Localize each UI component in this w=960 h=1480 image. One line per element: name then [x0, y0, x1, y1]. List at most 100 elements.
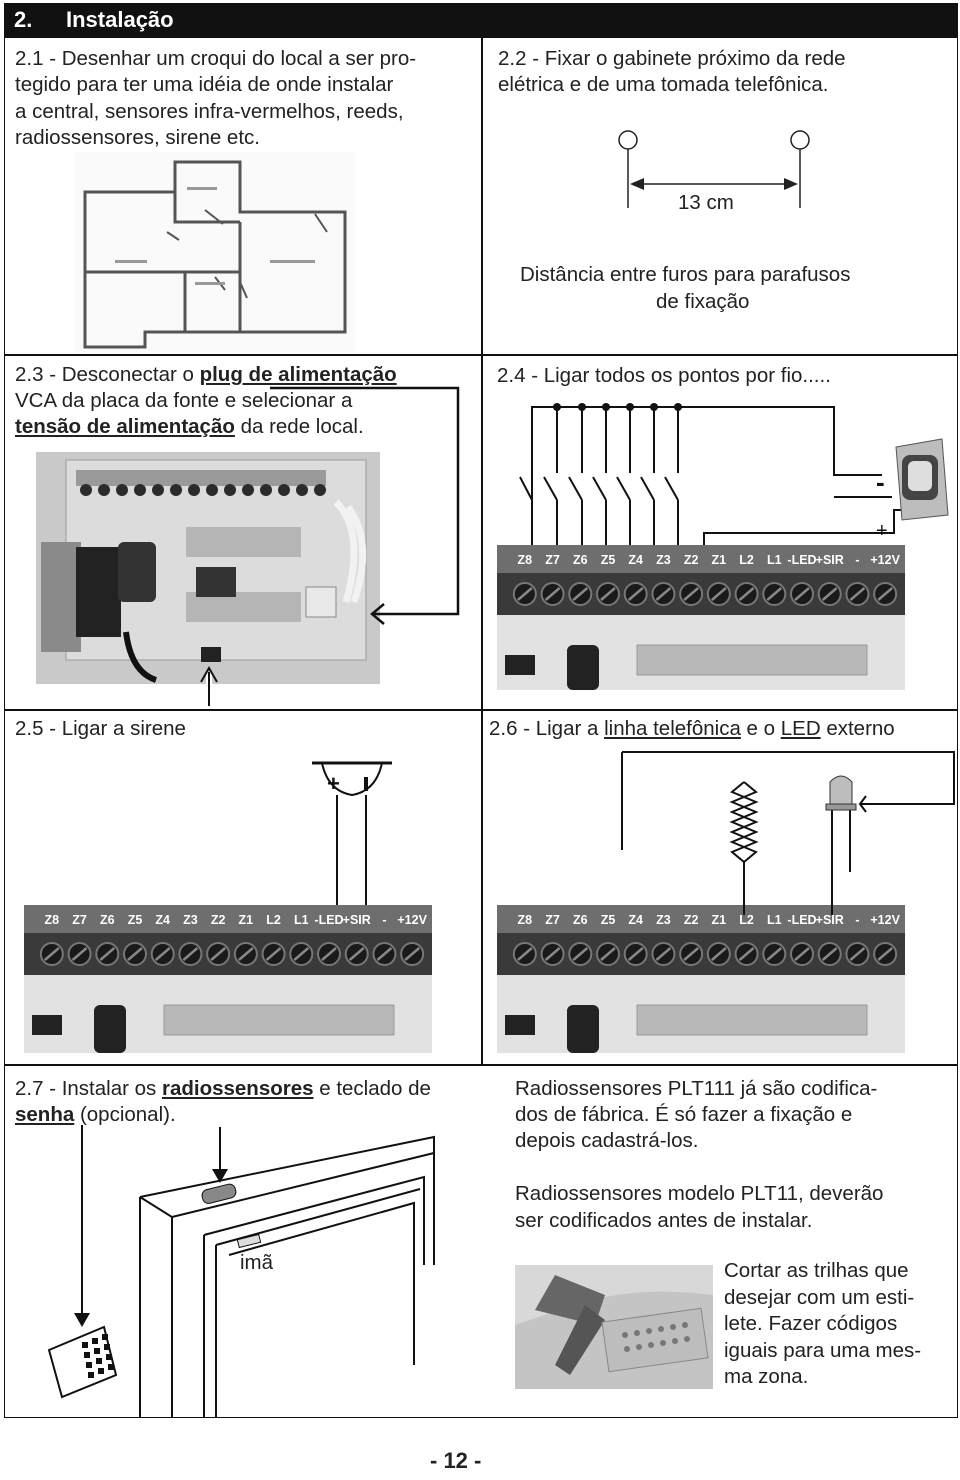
step-2-2-line1: 2.2 - Fixar o gabinete próximo da rede — [498, 47, 846, 70]
door-keypad-diagram — [47, 1125, 435, 1418]
terminal-label: Z8 — [518, 913, 533, 927]
terminal-label: Z2 — [211, 913, 226, 927]
svg-text:+: + — [327, 771, 340, 796]
section-header: 2. Instalação — [4, 3, 958, 37]
keypad-icon — [47, 1325, 118, 1399]
arrow-right-icon — [784, 178, 798, 190]
page-number: - 12 - — [430, 1448, 482, 1473]
radio-p1-line: Radiossensores PLT111 já são codifica- — [515, 1077, 878, 1100]
terminal-label: Z7 — [72, 913, 87, 927]
svg-text:+: + — [876, 520, 888, 542]
terminal-label: L2 — [739, 913, 754, 927]
power-supply-board-photo — [36, 452, 380, 684]
radio-p3-line: desejar com um esti- — [724, 1286, 915, 1309]
terminal-label: Z2 — [684, 553, 699, 567]
twisted-pair-icon — [729, 781, 759, 915]
terminal-label: +SIR — [343, 913, 371, 927]
terminal-label: Z6 — [573, 913, 588, 927]
terminal-label: - — [382, 913, 386, 927]
terminal-label: Z6 — [573, 553, 588, 567]
magnet-label: imã — [240, 1251, 274, 1274]
radio-p3-line: Cortar as trilhas que — [724, 1259, 909, 1282]
infrared-sensor-icon — [895, 438, 949, 521]
cell-2-2 — [482, 37, 958, 355]
terminal-label: Z6 — [100, 913, 115, 927]
sensor-wiring-diagram: - + — [519, 403, 949, 565]
terminal-label: Z7 — [545, 913, 560, 927]
terminal-label: Z2 — [684, 913, 699, 927]
text-line: tegido para ter uma idéia de onde instal… — [15, 73, 394, 96]
terminal-label: Z5 — [601, 913, 616, 927]
terminal-label: Z8 — [45, 913, 60, 927]
step-2-3-line2: VCA da placa da fonte e selecionar a — [15, 389, 353, 412]
terminal-label: Z1 — [712, 913, 727, 927]
step-2-4-title: 2.4 - Ligar todos os pontos por fio..... — [497, 364, 831, 387]
section-title: Instalação — [66, 7, 174, 32]
terminal-label: Z3 — [183, 913, 198, 927]
screw-hole-dimension-diagram — [618, 130, 810, 208]
text-line: radiossensores, sirene etc. — [15, 126, 260, 149]
step-2-3-line3: tensão de alimentação da rede local. — [15, 415, 364, 438]
terminal-label: Z4 — [628, 913, 643, 927]
terminal-board-2-6: Z8 Z7 Z6 Z5 Z4 Z3 Z2 Z1 L2 L1 -LED+SIR-+12V — [497, 905, 905, 1053]
cell-2-7 — [4, 1065, 958, 1418]
arrow-left-icon — [630, 178, 644, 190]
terminal-label: Z3 — [656, 553, 671, 567]
radio-p3-line: iguais para uma mes- — [724, 1339, 922, 1362]
terminal-label: -LED — [314, 913, 343, 927]
section-number: 2. — [14, 7, 33, 32]
terminal-label: L1 — [294, 913, 309, 927]
terminal-label: -LED — [787, 913, 816, 927]
terminal-label: - — [855, 913, 859, 927]
terminal-label: L2 — [739, 553, 754, 567]
terminal-label: Z7 — [545, 553, 560, 567]
terminal-board-graphic: Z8 Z7 Z6 Z5 Z4 Z3 Z2 Z1 L2 L1 -LED+SIR-+12V — [497, 905, 905, 1053]
caption-line: de fixação — [656, 290, 750, 313]
cutting-traces-photo — [515, 1265, 713, 1389]
floor-plan-sketch — [75, 152, 355, 352]
terminal-label: L1 — [767, 913, 782, 927]
radio-p2-line: Radiossensores modelo PLT11, deverão — [515, 1182, 884, 1205]
dimension-label: 13 cm — [678, 191, 734, 214]
terminal-label: -LED — [787, 553, 816, 567]
radio-p1-line: dos de fábrica. É só fazer a fixação e — [515, 1103, 853, 1126]
terminal-label: Z5 — [601, 553, 616, 567]
terminal-label: Z3 — [656, 913, 671, 927]
caption-line: Distância entre furos para parafusos — [520, 263, 851, 286]
step-2-3-line1: 2.3 - Desconectar o plug de alimentação — [15, 363, 397, 386]
terminal-label: L1 — [767, 553, 782, 567]
radio-p2-line: ser codificados antes de instalar. — [515, 1209, 813, 1232]
radio-sensor-icon — [201, 1183, 237, 1204]
step-2-2-line2: elétrica e de uma tomada telefônica. — [498, 73, 829, 96]
terminal-label: Z1 — [712, 553, 727, 567]
terminal-label: Z5 — [128, 913, 143, 927]
step-2-5-title: 2.5 - Ligar a sirene — [15, 717, 186, 740]
terminal-label: Z4 — [628, 553, 643, 567]
radio-p3-line: ma zona. — [724, 1365, 809, 1388]
text-line: a central, sensores infra-vermelhos, ree… — [15, 100, 404, 123]
terminal-label: Z4 — [155, 913, 170, 927]
terminal-label: L2 — [266, 913, 281, 927]
terminal-board-graphic: Z8 Z7 Z6 Z5 Z4 Z3 Z2 Z1 L2 L1 -LED+SIR-+12V — [24, 905, 432, 1053]
radio-p1-line: depois cadastrá-los. — [515, 1129, 699, 1152]
phone-led-wiring-diagram — [621, 751, 955, 915]
svg-text:-: - — [876, 467, 885, 497]
terminal-board-2-5: Z8 Z7 Z6 Z5 Z4 Z3 Z2 Z1 L2 L1 -LED+SIR-+12V — [24, 905, 432, 1053]
terminal-label: +SIR — [816, 553, 844, 567]
terminal-label: +12V — [870, 553, 900, 567]
radio-p3-line: lete. Fazer códigos — [724, 1312, 898, 1335]
terminal-label: +SIR — [816, 913, 844, 927]
step-2-6-title: 2.6 - Ligar a linha telefônica e o LED e… — [489, 717, 895, 740]
magnet-icon — [236, 1233, 262, 1249]
led-icon — [825, 775, 857, 811]
text-line: 2.1 - Desenhar um croqui do local a ser … — [15, 47, 417, 70]
step-2-7-line1: 2.7 - Instalar os radiossensores e tecla… — [15, 1077, 431, 1100]
terminal-label: - — [855, 553, 859, 567]
terminal-label: +12V — [870, 913, 900, 927]
terminal-label: +12V — [397, 913, 427, 927]
siren-wiring-diagram: + — [312, 761, 392, 905]
terminal-label: Z1 — [239, 913, 254, 927]
